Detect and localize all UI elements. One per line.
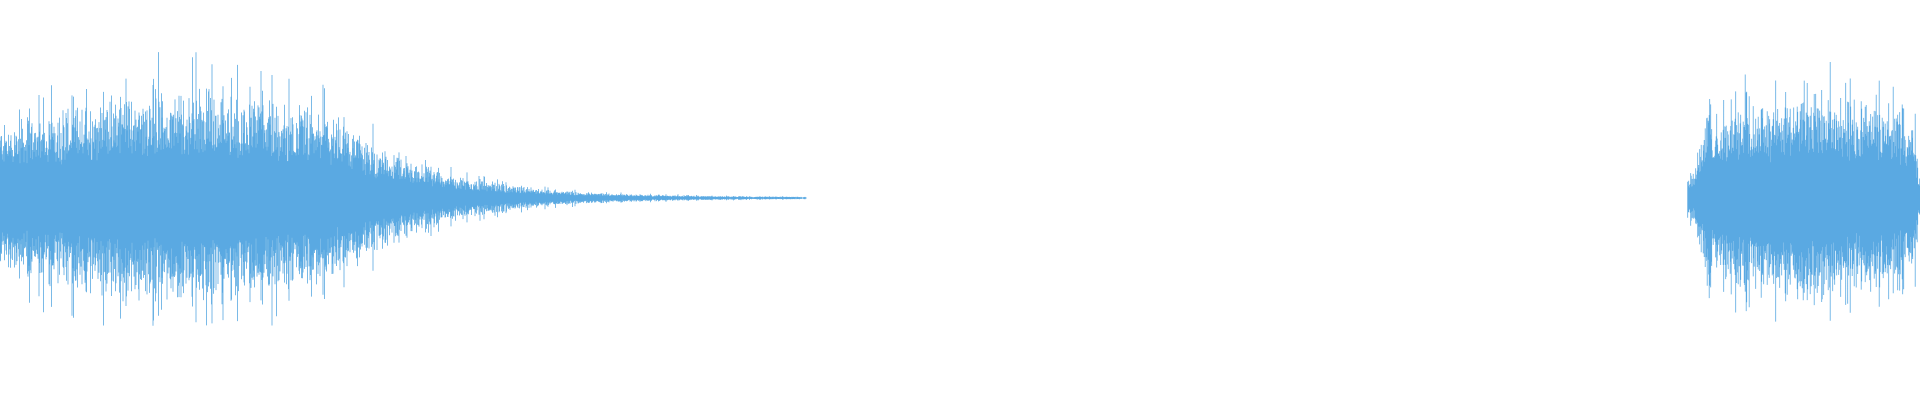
waveform-lines	[0, 52, 1920, 326]
waveform-path	[0, 52, 1920, 326]
